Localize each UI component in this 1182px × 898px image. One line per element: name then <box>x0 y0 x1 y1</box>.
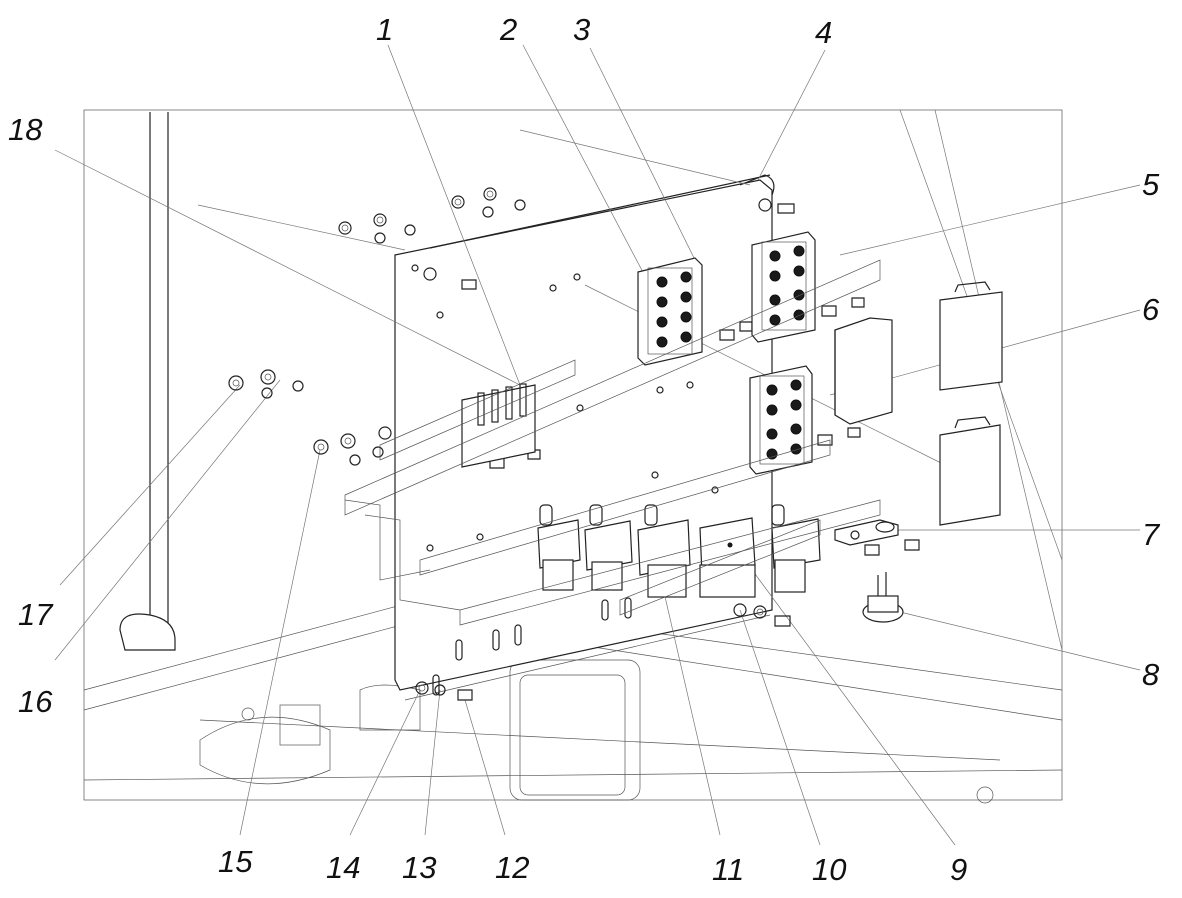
callout-4: 4 <box>815 15 832 50</box>
callout-18: 18 <box>8 112 43 147</box>
fastener-set <box>228 187 920 701</box>
callout-14: 14 <box>326 850 360 885</box>
callout-5: 5 <box>1142 167 1160 202</box>
callout-2: 2 <box>499 12 517 47</box>
relay-4 <box>699 517 756 598</box>
cover-plate-upper <box>939 281 1003 391</box>
bracket-7 <box>834 519 899 546</box>
terminal-block-6 <box>749 365 813 475</box>
callout-8: 8 <box>1142 657 1160 692</box>
callout-11: 11 <box>712 852 744 887</box>
plate-slots <box>432 597 632 696</box>
callout-16: 16 <box>18 684 53 719</box>
callout-10: 10 <box>812 852 846 887</box>
terminal-block-3 <box>751 231 816 343</box>
mounting-plate <box>394 174 775 701</box>
callout-13: 13 <box>402 850 436 885</box>
relay-row <box>537 504 821 598</box>
callout-labels: 1 2 3 4 5 6 7 8 9 10 11 12 13 14 15 16 1… <box>8 12 1161 887</box>
callout-3: 3 <box>573 12 590 47</box>
chassis-background <box>83 112 1063 804</box>
callout-7: 7 <box>1142 517 1161 552</box>
cover-plate-lower <box>939 416 1001 526</box>
callout-15: 15 <box>218 844 253 879</box>
relay-2 <box>584 504 633 591</box>
insertion-paths <box>344 259 881 626</box>
callout-1: 1 <box>376 12 393 47</box>
cover-bracket-5 <box>834 317 893 425</box>
terminal-block-2 <box>637 257 703 366</box>
callout-6: 6 <box>1142 292 1160 327</box>
relay-5 <box>771 504 821 593</box>
connector-8 <box>862 572 904 623</box>
plate-holes <box>411 264 719 552</box>
callout-9: 9 <box>950 852 967 887</box>
relay-1 <box>537 504 581 591</box>
fuse-holder <box>461 383 536 468</box>
callout-12: 12 <box>495 850 529 885</box>
callout-17: 17 <box>18 597 54 632</box>
